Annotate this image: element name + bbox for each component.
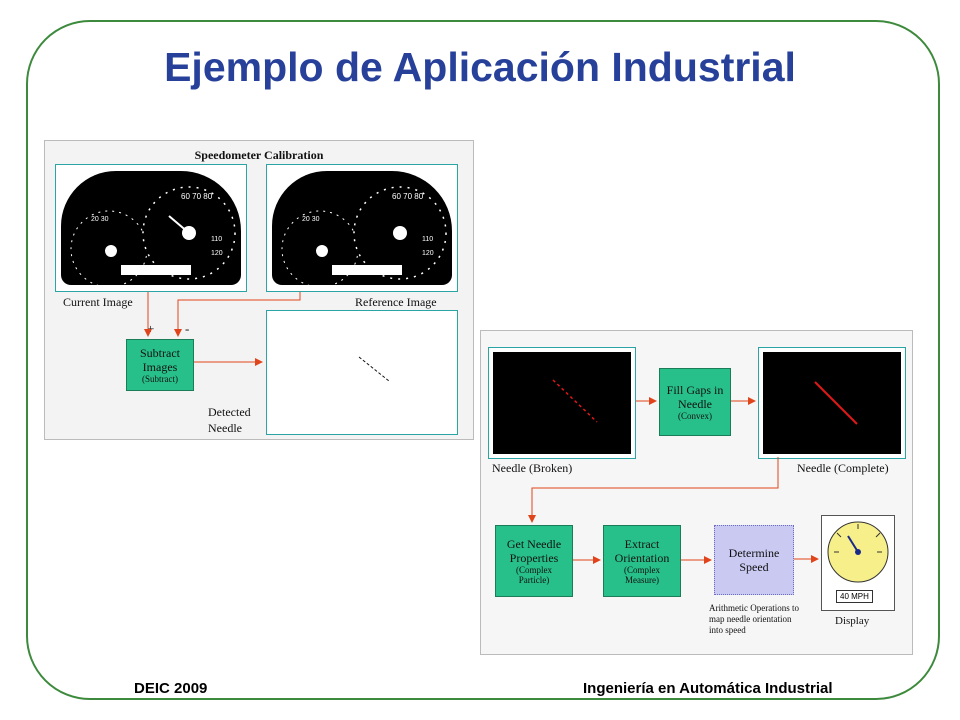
gauge-readout: 40 MPH (836, 590, 873, 603)
extract-orientation-box: Extract Orientation (Complex Measure) (603, 525, 681, 597)
needle-complete-frame (758, 347, 906, 459)
calibration-panel: Speedometer Calibration 60 70 80 20 30 1… (44, 140, 474, 440)
get-needle-properties-box: Get Needle Properties (Complex Particle) (495, 525, 573, 597)
gauge-face-graphic (827, 521, 889, 583)
detected-needle-frame (266, 310, 458, 435)
needle-broken-image (493, 352, 631, 454)
current-image-label: Current Image (63, 295, 133, 309)
subtract-images-label: Subtract Images (140, 346, 180, 374)
minus-sign: - (185, 321, 190, 336)
svg-text:120: 120 (422, 250, 434, 257)
broken-needle-graphic (552, 379, 598, 423)
determine-speed-label: Determine Speed (728, 546, 780, 574)
display-gauge: 40 MPH (821, 515, 895, 611)
footer-right: Ingeniería en Automática Industrial (583, 680, 833, 697)
slide-frame (26, 20, 940, 700)
calibration-heading: Speedometer Calibration (194, 148, 324, 162)
svg-text:110: 110 (211, 236, 222, 243)
fill-gaps-function-label: (Convex) (678, 411, 712, 421)
needle-broken-label: Needle (Broken) (492, 461, 573, 475)
fill-gaps-label: Fill Gaps in Needle (666, 383, 724, 411)
get-needle-properties-function-label: (Complex Particle) (516, 565, 552, 585)
svg-text:20 30: 20 30 (91, 216, 109, 223)
needle-broken-frame (488, 347, 636, 459)
slide-title: Ejemplo de Aplicación Industrial (164, 44, 796, 90)
display-label: Display (835, 615, 870, 627)
detected-needle-graphic (358, 356, 390, 382)
svg-text:20 30: 20 30 (302, 216, 320, 223)
reference-image-label: Reference Image (355, 295, 437, 309)
extract-orientation-function-label: (Complex Measure) (624, 565, 660, 585)
fill-gaps-box: Fill Gaps in Needle (Convex) (659, 368, 731, 436)
plus-sign: + (147, 321, 155, 336)
subtract-function-label: (Subtract) (142, 374, 178, 384)
get-needle-properties-label: Get Needle Properties (506, 537, 562, 565)
complete-needle-graphic (814, 381, 858, 425)
reference-dashboard-image: 60 70 80 20 30 110 120 (272, 171, 452, 288)
pipeline-panel: Fill Gaps in Needle (Convex) Needle (Bro… (480, 330, 913, 655)
extract-orientation-label: Extract Orientation (614, 537, 670, 565)
wire-complete-to-properties (528, 457, 779, 523)
subtract-images-box: Subtract Images (Subtract) (126, 339, 194, 391)
current-image-frame: 60 70 80 20 30 110 120 (55, 164, 247, 292)
svg-text:60 70 80: 60 70 80 (181, 192, 213, 201)
reference-image-frame: 60 70 80 20 30 110 120 (266, 164, 458, 292)
current-gauges-graphic: 60 70 80 20 30 110 120 (70, 186, 236, 288)
detected-label: Detected (208, 405, 251, 419)
svg-text:120: 120 (211, 250, 223, 257)
arithmetic-note: Arithmetic Operations to map needle orie… (709, 603, 799, 635)
wire-reference-to-subtract (174, 292, 301, 337)
footer-left: DEIC 2009 (134, 680, 208, 697)
needle-complete-label: Needle (Complete) (797, 461, 889, 475)
determine-speed-box: Determine Speed (714, 525, 794, 595)
svg-text:60 70 80: 60 70 80 (392, 192, 424, 201)
reference-gauges-graphic: 60 70 80 20 30 110 120 (281, 186, 447, 288)
svg-text:110: 110 (422, 236, 433, 243)
current-dashboard-image: 60 70 80 20 30 110 120 (61, 171, 241, 288)
needle-complete-image (763, 352, 901, 454)
needle-label: Needle (208, 421, 242, 435)
